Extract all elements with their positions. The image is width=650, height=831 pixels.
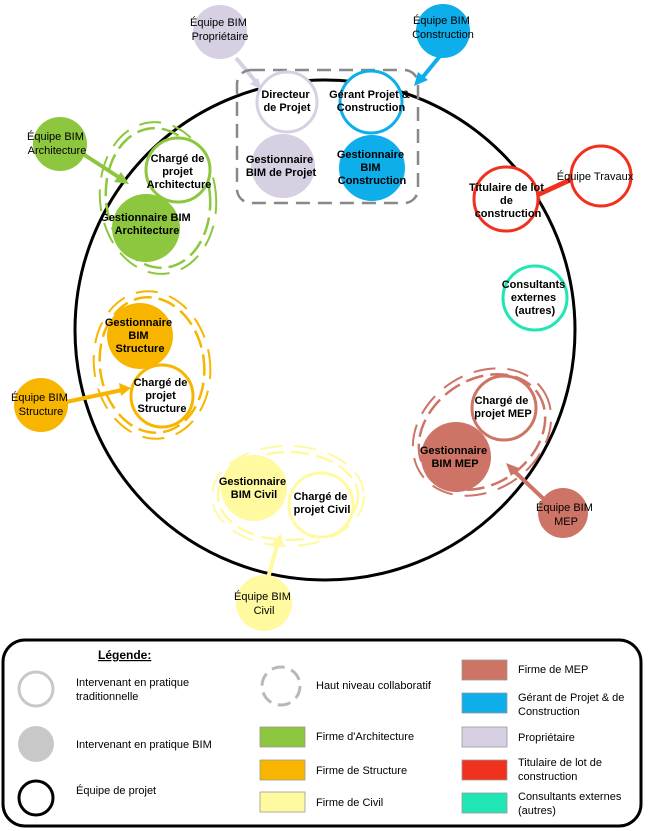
arrowhead-structure xyxy=(119,383,131,396)
node-charge-projet-mep xyxy=(470,374,538,442)
svg-text:Firme de Structure: Firme de Structure xyxy=(316,765,407,777)
svg-text:Gestionnaire BIM de Proj: Gestionnaire BIM de Projet xyxy=(246,154,317,179)
svg-text:Équipe BIM Construction: Équipe BIM Construction xyxy=(412,14,474,41)
svg-text:Chargé de projet A: Chargé de projet Architecture xyxy=(147,153,212,191)
legend: Légende: Intervenant en pratique traditi… xyxy=(1,638,643,828)
team-equipe-bim-civil: Équipe BIM Civil xyxy=(234,575,294,631)
node-gestionnaire-bim-structure xyxy=(107,303,173,369)
svg-text:Gestionnaire BIM S: Gestionnaire BIM Structure xyxy=(105,317,175,355)
connector-structure xyxy=(65,388,123,404)
team-equipe-bim-mep: Équipe BIM MEP xyxy=(536,488,596,538)
arrowhead-mep xyxy=(506,463,519,476)
svg-text:Équipe Travaux: Équipe Travaux xyxy=(557,170,634,183)
arrowhead-proprietaire xyxy=(250,78,262,90)
node-gestionnaire-bim-construction: Gestionnaire BIM Construction xyxy=(337,135,407,201)
team-equipe-travaux: Équipe Travaux xyxy=(557,144,634,208)
svg-text:Directeur de Projet: Directeur de Projet xyxy=(261,89,312,114)
svg-text:Gérant Projet & Construc: Gérant Projet & Construction xyxy=(329,89,413,114)
node-titulaire-lot-construction: Titulaire de lot de construction xyxy=(469,165,547,233)
svg-text:Chargé de projet Civil: Chargé de projet Civil xyxy=(294,491,351,516)
node-gestionnaire-bim-projet: Gestionnaire BIM de Projet xyxy=(246,134,317,198)
node-consultants-externes: Consultants externes (autres) xyxy=(501,264,569,332)
svg-text:Firme de Civil: Firme de Civil xyxy=(316,797,383,809)
team-equipe-bim-structure: Équipe BIM Structure xyxy=(11,378,71,432)
svg-text:Gestionnaire BIM MEP: Gestionnaire BIM MEP xyxy=(420,445,490,470)
legend-firm-mep: Firme de MEP xyxy=(461,659,588,681)
svg-text:Gérant de Projet & de: Gérant de Projet & de Construction xyxy=(518,692,627,718)
team-equipe-bim-proprietaire: Équipe BIM Propriétaire xyxy=(190,5,250,59)
svg-text:Équipe BIM MEP: Équipe BIM MEP xyxy=(536,501,596,528)
svg-text:Équipe BIM Structure: Équipe BIM Structure xyxy=(11,391,71,418)
arrowhead-architecture xyxy=(114,172,129,184)
team-equipe-bim-construction: Équipe BIM Construction xyxy=(412,4,474,58)
group-structure: Gestionnaire BIM Structure Chargé de pro… xyxy=(92,290,212,440)
node-charge-projet-architecture xyxy=(144,136,212,204)
svg-text:Gestionnaire BIM Archite: Gestionnaire BIM Architecture xyxy=(100,212,194,237)
svg-text:Firme d'Architecture: Firme d'Architecture xyxy=(316,731,414,743)
node-gerant-projet-construction: Gérant Projet & Construction xyxy=(329,69,413,135)
legend-firm-titulaire: Titulaire de lot de construction xyxy=(461,757,605,783)
node-charge-projet-structure xyxy=(129,363,195,429)
svg-text:Haut niveau collaboratif: Haut niveau collaboratif xyxy=(316,680,432,692)
legend-firm-civil: Firme de Civil xyxy=(259,791,383,813)
legend-firm-architecture: Firme d'Architecture xyxy=(259,726,414,748)
legend-title: Légende: xyxy=(98,648,151,662)
svg-text:Propriétaire: Propriétaire xyxy=(518,732,575,744)
connector-architecture xyxy=(78,150,122,180)
svg-text:Consultants externes (: Consultants externes (autres) xyxy=(518,791,624,817)
legend-firm-gerant: Gérant de Projet & de Construction xyxy=(461,692,627,718)
legend-traditional: Intervenant en pratique traditionnelle xyxy=(17,670,192,708)
svg-text:Équipe BIM Propriétaire: Équipe BIM Propriétaire xyxy=(190,16,250,43)
node-directeur-projet: Directeur de Projet xyxy=(255,70,319,134)
arrowhead-construction xyxy=(414,72,428,86)
svg-text:Gestionnaire BIM C: Gestionnaire BIM Construction xyxy=(337,149,407,187)
group-mep: Chargé de projet MEP Gestionnaire BIM ME… xyxy=(411,367,553,497)
legend-equipe-projet: Équipe de projet xyxy=(17,779,156,817)
svg-text:Équipe BIM Architecture: Équipe BIM Architecture xyxy=(27,130,87,157)
group-architecture: Chargé de projet Architecture Gestionnai… xyxy=(98,121,218,275)
connectors xyxy=(65,54,572,579)
project-team-circle xyxy=(73,78,577,582)
svg-text:Titulaire de lot de co: Titulaire de lot de construction xyxy=(518,757,605,783)
legend-firm-consultants: Consultants externes (autres) xyxy=(461,791,624,817)
legend-firm-proprietaire: Propriétaire xyxy=(461,726,575,748)
legend-firm-structure: Firme de Structure xyxy=(259,759,407,781)
node-gestionnaire-bim-mep xyxy=(421,422,491,492)
connector-civil xyxy=(266,541,280,579)
connector-construction xyxy=(420,54,442,80)
team-equipe-bim-architecture: Équipe BIM Architecture xyxy=(27,117,87,171)
legend-bim-practice: Intervenant en pratique BIM xyxy=(18,726,212,762)
svg-text:Équipe de projet: Équipe de projet xyxy=(76,784,156,797)
svg-text:Consultants externes: Consultants externes (autres) xyxy=(502,279,569,317)
connector-travaux xyxy=(533,177,572,199)
svg-text:Intervenant en pratique BIM: Intervenant en pratique BIM xyxy=(76,739,212,751)
node-gestionnaire-bim-civil xyxy=(221,455,287,521)
svg-text:Équipe BIM Civil: Équipe BIM Civil xyxy=(234,590,294,617)
svg-text:Chargé de projet S: Chargé de projet Structure xyxy=(134,377,191,415)
group-civil: Gestionnaire BIM Civil Chargé de projet … xyxy=(211,445,365,547)
node-gestionnaire-bim-architecture xyxy=(112,194,180,262)
svg-text:Titulaire de lot de: Titulaire de lot de construction xyxy=(469,182,547,220)
node-charge-projet-civil xyxy=(287,471,355,539)
svg-text:Firme de MEP: Firme de MEP xyxy=(518,664,588,676)
legend-haut-niveau: Haut niveau collaboratif xyxy=(260,665,432,707)
high-collab-box-top xyxy=(235,68,420,205)
svg-text:Gestionnaire BIM Civil: Gestionnaire BIM Civil xyxy=(219,476,289,501)
svg-text:Intervenant en pratique: Intervenant en pratique traditionnelle xyxy=(76,677,192,703)
svg-text:Chargé de projet MEP: Chargé de projet MEP xyxy=(474,395,531,420)
